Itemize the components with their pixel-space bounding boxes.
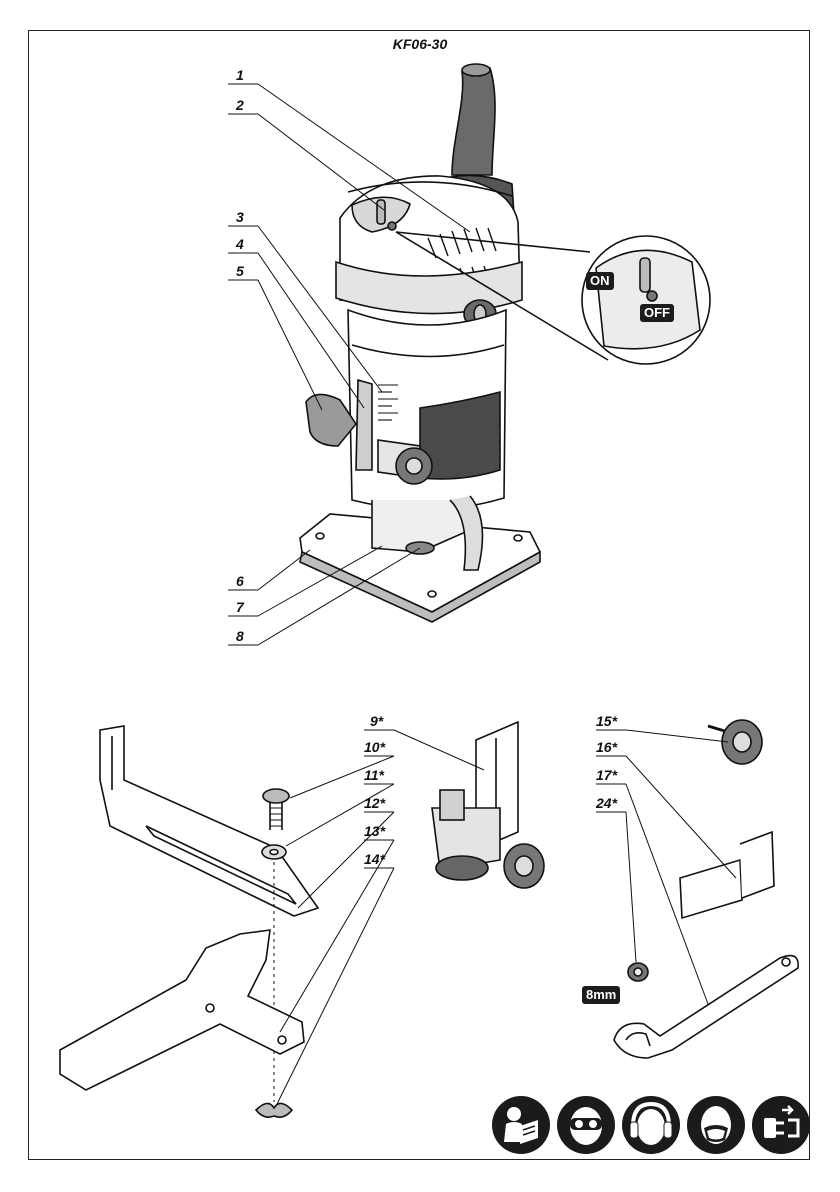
callout-7: 7 (236, 600, 244, 614)
callout-9: 9* (370, 714, 383, 728)
callout-4: 4 (236, 237, 244, 251)
callout-1: 1 (236, 68, 244, 82)
wrench-size-badge: 8mm (582, 986, 620, 1004)
unplug-icon (752, 1096, 810, 1154)
callout-8: 8 (236, 629, 244, 643)
ear-protection-icon (622, 1096, 680, 1154)
read-manual-icon (492, 1096, 550, 1154)
callout-2: 2 (236, 98, 244, 112)
callout-10: 10* (364, 740, 385, 754)
callout-16: 16* (596, 740, 617, 754)
callout-3: 3 (236, 210, 244, 224)
callout-14: 14* (364, 852, 385, 866)
on-badge: ON (586, 272, 614, 290)
callout-15: 15* (596, 714, 617, 728)
dust-mask-icon (687, 1096, 745, 1154)
callout-6: 6 (236, 574, 244, 588)
callout-11: 11* (364, 768, 384, 782)
off-badge: OFF (640, 304, 674, 322)
callout-17: 17* (596, 768, 617, 782)
callout-24: 24* (596, 796, 617, 810)
callout-5: 5 (236, 264, 244, 278)
callout-13: 13* (364, 824, 385, 838)
eye-protection-icon (557, 1096, 615, 1154)
callout-12: 12* (364, 796, 385, 810)
